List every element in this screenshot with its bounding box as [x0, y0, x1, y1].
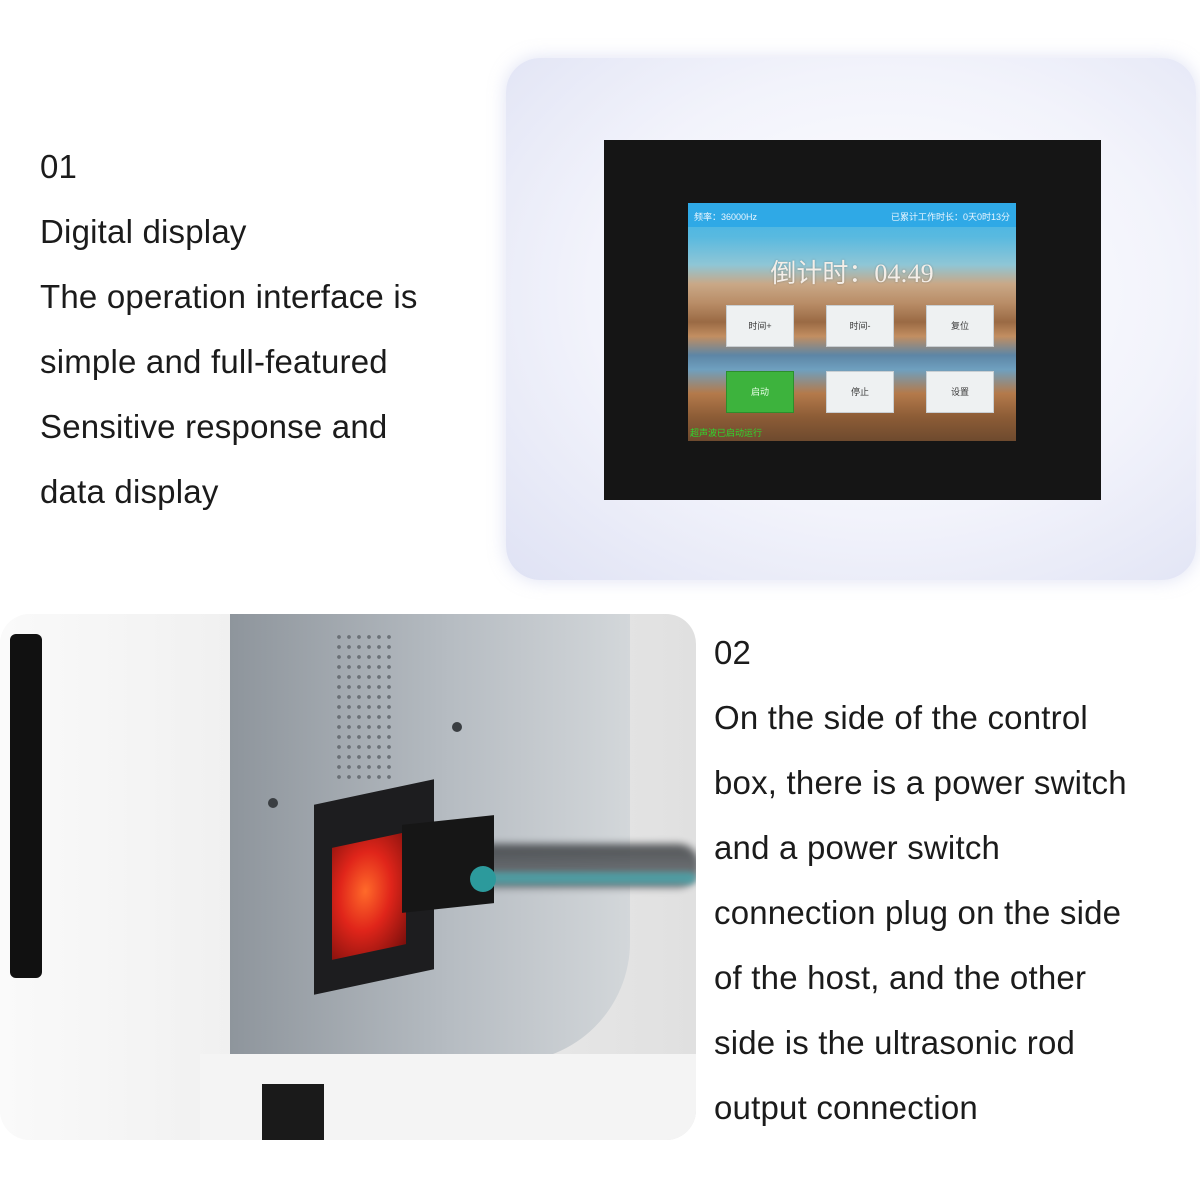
feature-line: side is the ultrasonic rod [714, 1024, 1076, 1061]
feature-line: simple and full-featured [40, 343, 388, 380]
time-plus-button[interactable]: 时间+ [726, 305, 794, 347]
section-01-text: 01 Digital display The operation interfa… [40, 134, 480, 524]
feature-line: Sensitive response and [40, 408, 388, 445]
speaker-vent-icon [334, 632, 394, 782]
start-button[interactable]: 启动 [726, 371, 794, 413]
reset-button[interactable]: 复位 [926, 305, 994, 347]
feature-line: box, there is a power switch [714, 764, 1127, 801]
section-number: 02 [714, 634, 752, 671]
stop-button[interactable]: 停止 [826, 371, 894, 413]
section-02-text: 02 On the side of the control box, there… [714, 620, 1184, 1140]
settings-button[interactable]: 设置 [926, 371, 994, 413]
feature-line: of the host, and the other [714, 959, 1087, 996]
feature-line: connection plug on the side [714, 894, 1122, 931]
connector-icon [470, 866, 496, 892]
countdown-timer: 倒计时：04:49 [770, 259, 934, 288]
stand-leg [262, 1084, 324, 1140]
feature-line: data display [40, 473, 219, 510]
time-minus-button[interactable]: 时间- [826, 305, 894, 347]
touch-screen: 频率：36000Hz 已累计工作时长：0天0时13分 倒计时：04:49 时间+… [688, 203, 1016, 441]
power-plug [402, 815, 494, 913]
frequency-readout: 频率：36000Hz [694, 212, 758, 222]
feature-line: and a power switch [714, 829, 1001, 866]
feature-line: The operation interface is [40, 278, 418, 315]
screw-icon [268, 798, 278, 808]
host-side-strip [10, 634, 42, 978]
run-status-text: 超声波已启动运行 [690, 428, 763, 438]
power-switch[interactable] [332, 832, 406, 960]
section-number: 01 [40, 148, 78, 185]
output-cable [478, 872, 696, 884]
screen-status-bar: 频率：36000Hz 已累计工作时长：0天0时13分 [688, 203, 1016, 227]
control-box-photo-panel [0, 614, 696, 1140]
screw-icon [452, 722, 462, 732]
feature-line: Digital display [40, 213, 247, 250]
feature-line: output connection [714, 1089, 978, 1126]
total-runtime-readout: 已累计工作时长：0天0时13分 [890, 212, 1010, 222]
feature-line: On the side of the control [714, 699, 1088, 736]
